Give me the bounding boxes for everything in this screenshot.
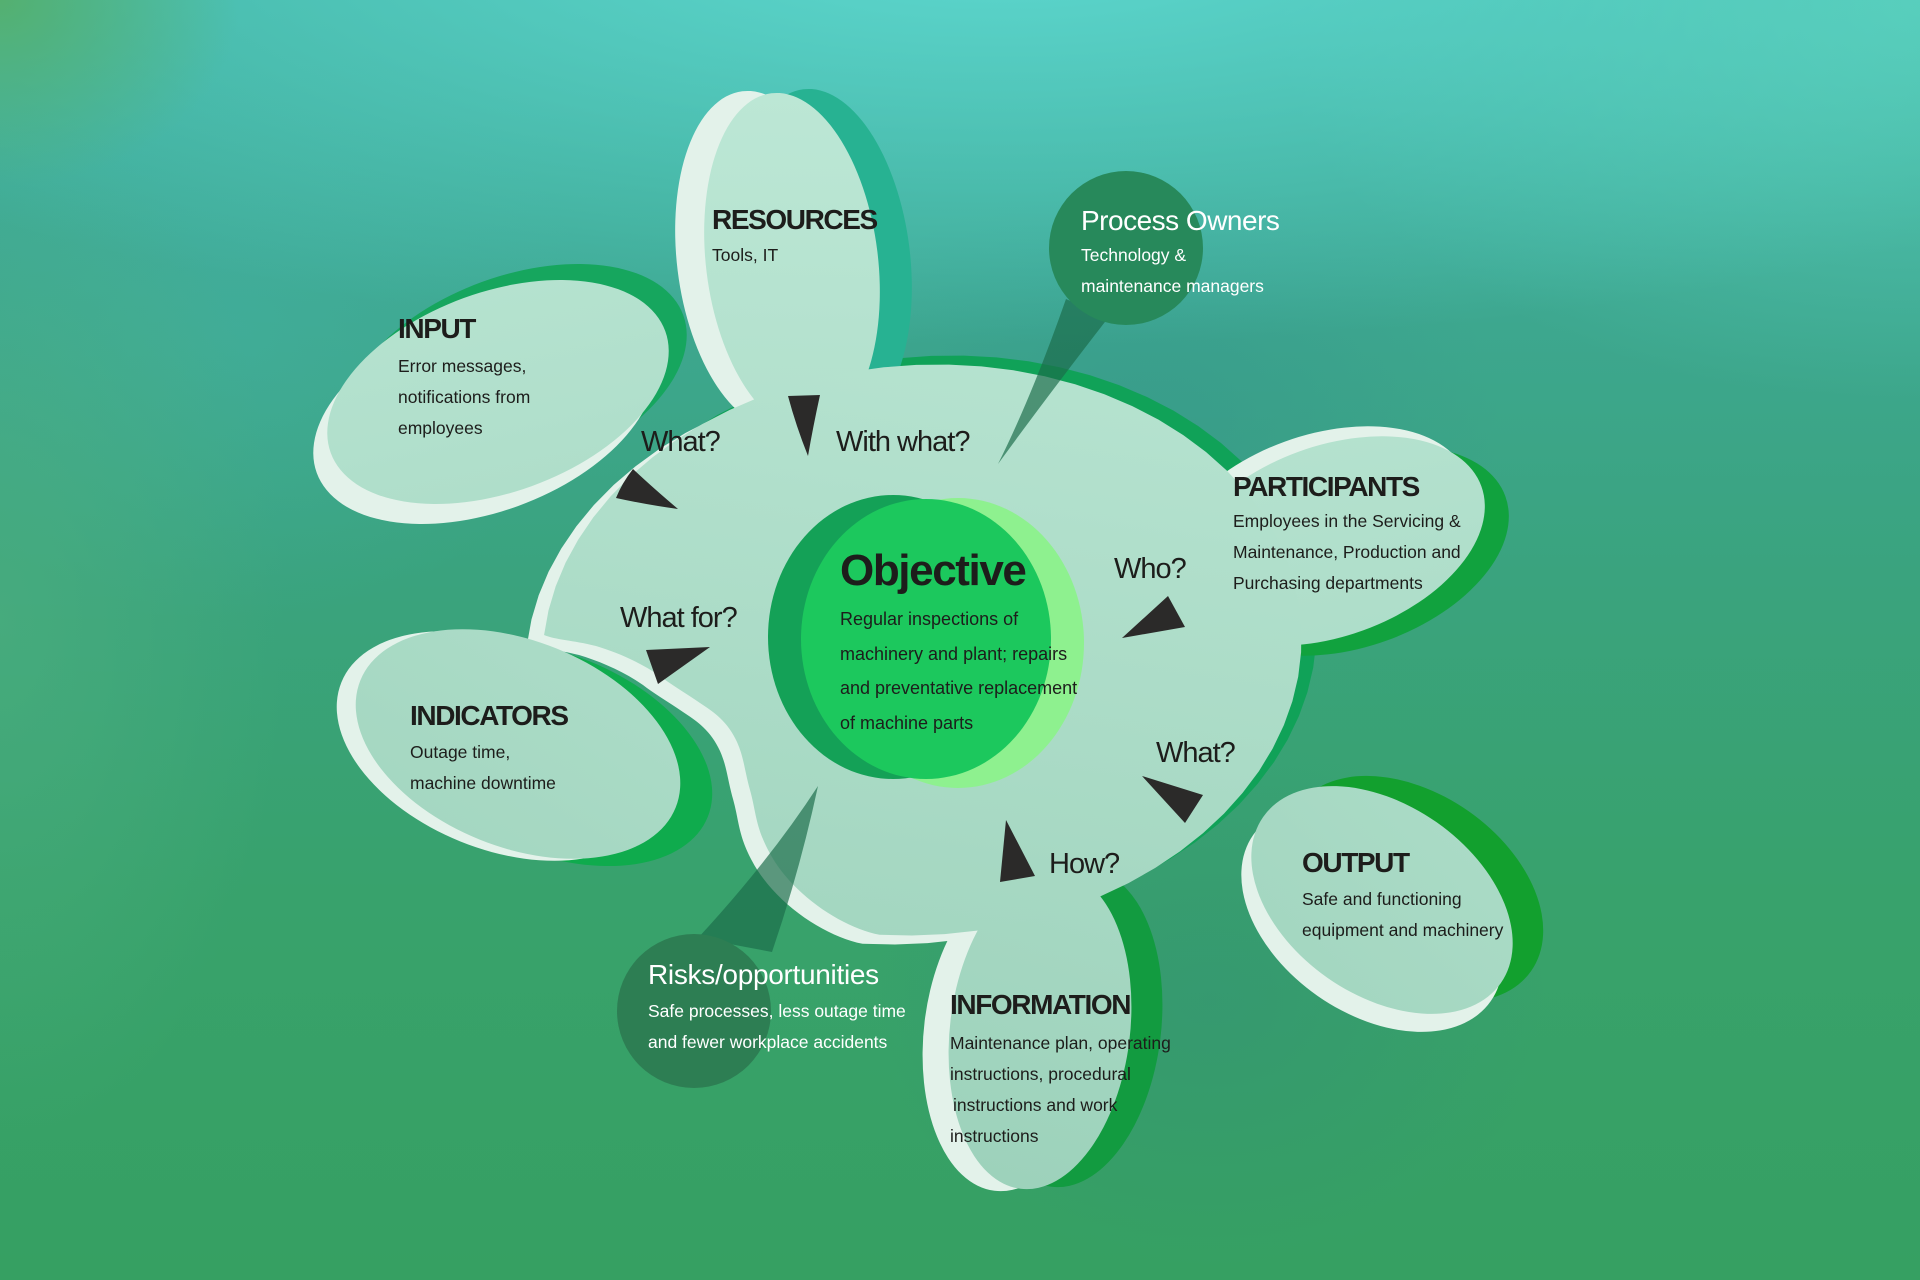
- svg-text:instructions: instructions: [950, 1126, 1039, 1146]
- svg-text:and fewer workplace accidents: and fewer workplace accidents: [648, 1032, 888, 1052]
- svg-text:Error messages,: Error messages,: [398, 356, 526, 376]
- svg-text:What for?: What for?: [620, 602, 738, 634]
- svg-text:Outage time,: Outage time,: [410, 742, 510, 762]
- svg-text:RESOURCES: RESOURCES: [712, 204, 877, 235]
- svg-text:How?: How?: [1049, 848, 1120, 880]
- svg-text:Safe processes, less outage ti: Safe processes, less outage time: [648, 1001, 906, 1021]
- svg-text:With what?: With what?: [836, 426, 970, 458]
- svg-text:of machine parts: of machine parts: [840, 713, 973, 733]
- svg-text:What?: What?: [641, 426, 721, 458]
- svg-text:Maintenance, Production and: Maintenance, Production and: [1233, 542, 1461, 562]
- svg-text:Tools, IT: Tools, IT: [712, 245, 778, 265]
- svg-text:INDICATORS: INDICATORS: [410, 700, 568, 731]
- svg-text:machinery and plant; repairs: machinery and plant; repairs: [840, 644, 1067, 664]
- svg-text:employees: employees: [398, 418, 483, 438]
- svg-text:Maintenance plan, operating: Maintenance plan, operating: [950, 1033, 1171, 1053]
- svg-text:Technology &: Technology &: [1081, 245, 1186, 265]
- svg-text:instructions and work: instructions and work: [953, 1095, 1118, 1115]
- svg-text:instructions, procedural: instructions, procedural: [950, 1064, 1131, 1084]
- svg-text:machine downtime: machine downtime: [410, 773, 556, 793]
- svg-text:and preventative replacement: and preventative replacement: [840, 678, 1077, 698]
- svg-text:OUTPUT: OUTPUT: [1302, 847, 1410, 878]
- svg-text:Safe and functioning: Safe and functioning: [1302, 889, 1462, 909]
- svg-text:Objective: Objective: [840, 546, 1026, 595]
- svg-text:Who?: Who?: [1114, 553, 1187, 585]
- svg-text:Employees in the Servicing &: Employees in the Servicing &: [1233, 511, 1461, 531]
- svg-text:Risks/opportunities: Risks/opportunities: [648, 959, 879, 990]
- svg-text:PARTICIPANTS: PARTICIPANTS: [1233, 471, 1420, 502]
- svg-text:Process Owners: Process Owners: [1081, 205, 1279, 236]
- svg-text:Regular inspections of: Regular inspections of: [840, 609, 1019, 629]
- svg-text:maintenance managers: maintenance managers: [1081, 276, 1264, 296]
- svg-text:equipment and machinery: equipment and machinery: [1302, 920, 1504, 940]
- svg-text:Purchasing departments: Purchasing departments: [1233, 573, 1423, 593]
- svg-text:notifications from: notifications from: [398, 387, 530, 407]
- svg-text:INFORMATION: INFORMATION: [950, 989, 1130, 1020]
- svg-text:INPUT: INPUT: [398, 313, 476, 344]
- svg-text:What?: What?: [1156, 737, 1236, 769]
